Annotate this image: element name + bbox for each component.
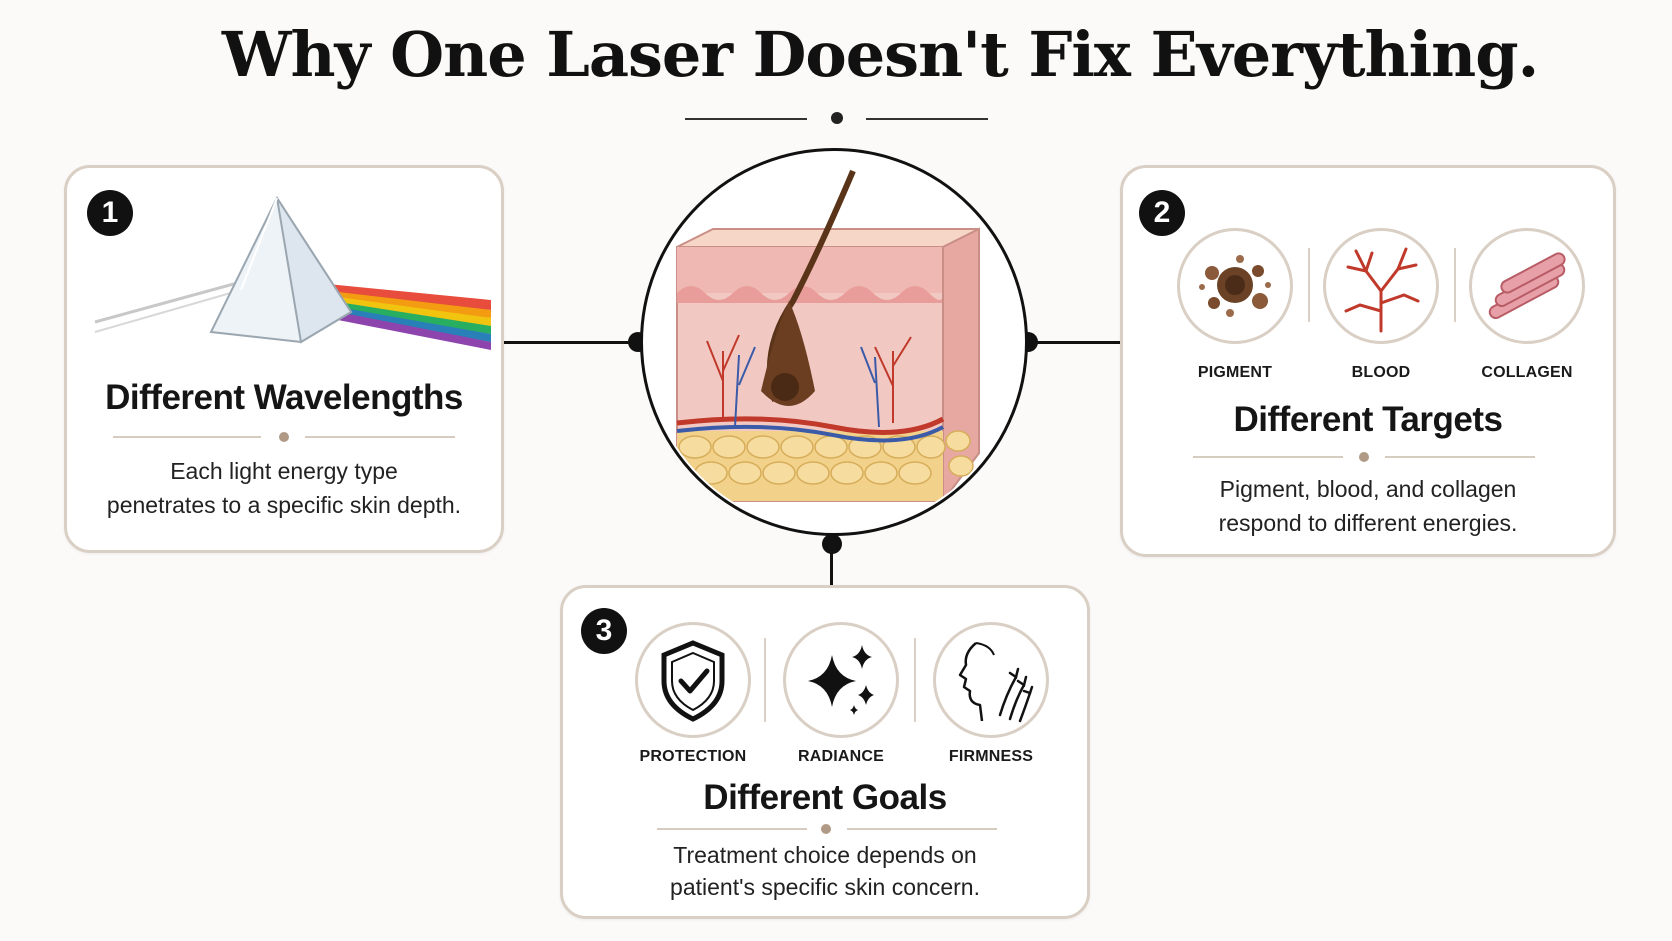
connector-line-left — [500, 341, 640, 344]
connector-node-bottom — [822, 534, 842, 554]
card-description-line-1: Pigment, blood, and collagen — [1219, 476, 1517, 502]
card-divider-dot — [279, 432, 289, 442]
title-rule-right — [866, 118, 988, 120]
icon-separator — [1454, 248, 1456, 322]
card-description-line-2: patient's specific skin concern. — [670, 874, 980, 900]
title-ornament-dot — [831, 112, 843, 124]
step-number-badge: 2 — [1139, 190, 1185, 236]
card-divider-left — [113, 436, 261, 438]
card-description-line-1: Each light energy type — [170, 458, 398, 484]
card-divider-right — [847, 828, 997, 830]
card-description-line-1: Treatment choice depends on — [673, 842, 977, 868]
icon-label: BLOOD — [1351, 364, 1411, 381]
page-title: Why One Laser Doesn't Fix Everything. — [221, 18, 1539, 91]
card-heading: Different Goals — [703, 778, 947, 817]
card-description-line-2: respond to different energies. — [1218, 510, 1518, 536]
icon-label: FIRMNESS — [948, 748, 1034, 765]
connector-line-bottom — [830, 536, 833, 586]
face-lift-icon — [933, 622, 1049, 738]
sparkles-icon — [783, 622, 899, 738]
card-heading: Different Wavelengths — [105, 378, 463, 417]
card-divider-left — [657, 828, 807, 830]
card-description-line-2: penetrates to a specific skin depth. — [106, 492, 462, 518]
card-targets: 2 — [1120, 165, 1616, 557]
pigment-icon — [1177, 228, 1293, 344]
card-wavelengths: 1 Different Wavelengths Each light energ… — [64, 165, 504, 553]
blood-vessel-icon — [1323, 228, 1439, 344]
card-divider-right — [1385, 456, 1535, 458]
icon-label: RADIANCE — [797, 748, 885, 765]
icon-label: COLLAGEN — [1481, 364, 1573, 381]
card-divider-left — [1193, 456, 1343, 458]
icon-label: PROTECTION — [639, 748, 747, 765]
icon-label: PIGMENT — [1197, 364, 1273, 381]
skin-cross-section-icon — [640, 148, 1028, 536]
step-number-badge: 3 — [581, 608, 627, 654]
icon-separator — [764, 638, 766, 722]
collagen-icon — [1469, 228, 1585, 344]
connector-line-right — [1028, 341, 1122, 344]
shield-check-icon — [635, 622, 751, 738]
icon-separator — [1308, 248, 1310, 322]
card-divider-right — [305, 436, 455, 438]
card-divider-dot — [821, 824, 831, 834]
step-number-badge: 1 — [87, 190, 133, 236]
title-rule-left — [685, 118, 807, 120]
icon-separator — [914, 638, 916, 722]
card-heading: Different Targets — [1233, 400, 1503, 439]
card-goals: 3 PROTECTIO — [560, 585, 1090, 919]
prism-icon — [91, 190, 491, 350]
card-divider-dot — [1359, 452, 1369, 462]
